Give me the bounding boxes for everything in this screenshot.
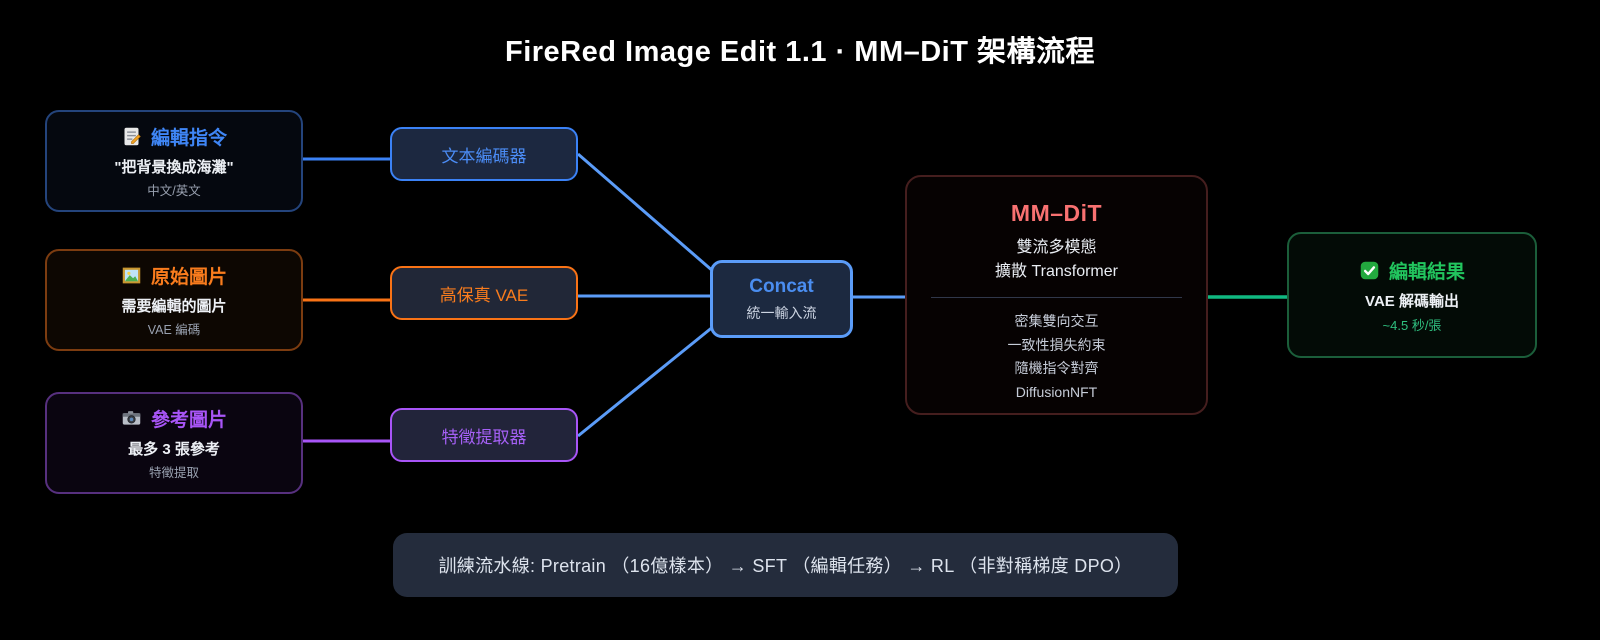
- encoder-label: 文本編碼器: [441, 146, 527, 166]
- page-title: FireRed Image Edit 1.1 · MM–DiT 架構流程: [504, 36, 1096, 68]
- mmdit-box: MM–DiT 雙流多模態 擴散 Transformer 密集雙向交互 一致性損失…: [905, 175, 1208, 415]
- card-desc: 需要編輯的圖片: [121, 298, 227, 315]
- card-desc: 最多 3 張參考: [128, 441, 220, 458]
- concat-subtitle: 統一輸入流: [746, 304, 817, 321]
- card-desc: "把背景換成海灘": [114, 159, 234, 176]
- memo-icon: [121, 126, 142, 147]
- result-desc: VAE 解碼輸出: [1365, 292, 1459, 310]
- result-box: 編輯結果 VAE 解碼輸出 ~4.5 秒/張: [1287, 232, 1537, 358]
- encoder-box-text-encoder: 文本編碼器: [390, 127, 578, 181]
- card-note: 特徵提取: [148, 466, 199, 480]
- input-card-source-image: 原始圖片 需要編輯的圖片 VAE 編碼: [45, 249, 303, 351]
- wire-text-encoder-to-concat: [577, 152, 715, 274]
- mmdit-subtitle-line: 雙流多模態: [1016, 239, 1097, 256]
- card-note: 中文/英文: [147, 184, 201, 198]
- picture-icon: [121, 265, 142, 286]
- camera-icon: [121, 408, 142, 429]
- mmdit-feature: 一致性損失約束: [1007, 336, 1106, 353]
- pipeline-text: 訓練流水線: Pretrain （16億樣本） → SFT （編輯任務） → R…: [438, 556, 1133, 576]
- concat-title: Concat: [749, 275, 814, 297]
- mmdit-title: MM–DiT: [1010, 200, 1103, 226]
- concat-box: Concat 統一輸入流: [710, 260, 853, 338]
- input-card-reference-image: 參考圖片 最多 3 張參考 特徵提取: [45, 392, 303, 494]
- encoder-box-vae: 高保真 VAE: [390, 266, 578, 320]
- input-card-edit-instruction: 編輯指令 "把背景換成海灘" 中文/英文: [45, 110, 303, 212]
- card-note: VAE 編碼: [147, 323, 201, 337]
- check-icon: [1359, 260, 1380, 281]
- mmdit-feature: 密集雙向交互: [1014, 313, 1099, 329]
- mmdit-subtitle-line: 擴散 Transformer: [995, 263, 1118, 280]
- result-title: 編輯結果: [1388, 261, 1465, 283]
- wire-extractor-to-concat: [577, 324, 715, 438]
- pipeline-bar: 訓練流水線: Pretrain （16億樣本） → SFT （編輯任務） → R…: [393, 533, 1178, 597]
- mmdit-divider: [930, 297, 1183, 298]
- card-title: 參考圖片: [150, 410, 227, 431]
- mmdit-feature: DiffusionNFT: [1015, 383, 1098, 400]
- mmdit-feature: 隨機指令對齊: [1014, 360, 1099, 376]
- card-title: 編輯指令: [150, 128, 227, 149]
- result-speed: ~4.5 秒/張: [1382, 317, 1442, 333]
- encoder-label: 高保真 VAE: [439, 285, 529, 305]
- card-title: 原始圖片: [150, 267, 227, 288]
- encoder-box-feature-extractor: 特徵提取器: [390, 408, 578, 462]
- encoder-label: 特徵提取器: [441, 427, 527, 447]
